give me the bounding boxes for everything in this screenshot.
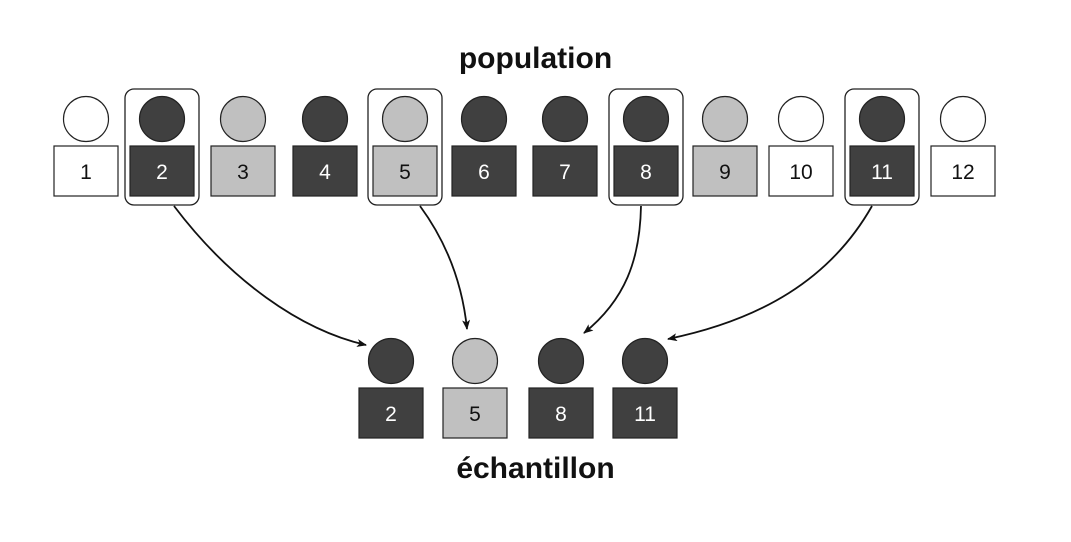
population-person-number: 1 [80, 161, 92, 184]
selection-boxes [124, 88, 920, 206]
sample-person-number: 11 [634, 403, 656, 426]
population-person-2: 2 [129, 95, 195, 197]
population-person-number: 12 [951, 161, 974, 184]
population-person-body-1 [53, 145, 119, 197]
population-person-body-6 [451, 145, 517, 197]
population-person-head-1 [62, 95, 110, 143]
population-person-number: 10 [789, 161, 812, 184]
sample-person-11: 11 [612, 337, 678, 439]
sample-person-head-8 [537, 337, 585, 385]
sample-person-head-2 [367, 337, 415, 385]
population-person-head-11 [858, 95, 906, 143]
population-person-6: 6 [451, 95, 517, 197]
population-person-body-2 [129, 145, 195, 197]
population-person-head-5 [381, 95, 429, 143]
population-person-number: 5 [399, 161, 411, 184]
population-person-body-5 [372, 145, 438, 197]
population-person-body-11 [849, 145, 915, 197]
population-person-body-9 [692, 145, 758, 197]
population-person-body-10 [768, 145, 834, 197]
selection-arrow-5 [419, 205, 471, 330]
sample-person-head-5 [451, 337, 499, 385]
sample-person-head-11 [621, 337, 669, 385]
selection-arrow-11 [667, 205, 873, 342]
population-person-1: 1 [53, 95, 119, 197]
selection-frame-5 [367, 88, 443, 206]
population-person-body-4 [292, 145, 358, 197]
sample-row: 2 5 8 11 [358, 337, 678, 439]
selection-arrow-8 [583, 205, 642, 334]
sample-person-body-11 [612, 387, 678, 439]
sample-person-number: 2 [385, 403, 397, 426]
population-person-number: 4 [319, 161, 331, 184]
population-person-head-2 [138, 95, 186, 143]
sample-person-body-2 [358, 387, 424, 439]
population-person-number: 9 [719, 161, 731, 184]
selection-arrow-2 [173, 205, 367, 347]
population-person-number: 7 [559, 161, 571, 184]
population-person-4: 4 [292, 95, 358, 197]
population-person-head-7 [541, 95, 589, 143]
population-person-10: 10 [768, 95, 834, 197]
population-person-number: 6 [478, 161, 490, 184]
population-person-12: 12 [930, 95, 996, 197]
sample-person-body-5 [442, 387, 508, 439]
population-person-head-12 [939, 95, 987, 143]
sample-title: échantillon [456, 452, 615, 485]
population-person-body-12 [930, 145, 996, 197]
population-person-9: 9 [692, 95, 758, 197]
population-person-body-3 [210, 145, 276, 197]
population-person-number: 11 [871, 161, 893, 184]
population-person-number: 3 [237, 161, 249, 184]
sample-person-2: 2 [358, 337, 424, 439]
selection-frame-11 [844, 88, 920, 206]
population-person-11: 11 [849, 95, 915, 197]
population-person-head-4 [301, 95, 349, 143]
selection-frame-2 [124, 88, 200, 206]
selection-arrows [173, 205, 873, 347]
population-person-head-10 [777, 95, 825, 143]
population-person-5: 5 [372, 95, 438, 197]
sample-person-8: 8 [528, 337, 594, 439]
population-person-3: 3 [210, 95, 276, 197]
population-person-body-7 [532, 145, 598, 197]
population-person-head-9 [701, 95, 749, 143]
population-person-body-8 [613, 145, 679, 197]
population-person-7: 7 [532, 95, 598, 197]
population-person-8: 8 [613, 95, 679, 197]
sample-person-body-8 [528, 387, 594, 439]
population-person-number: 8 [640, 161, 652, 184]
population-person-number: 2 [156, 161, 168, 184]
selection-frame-8 [608, 88, 684, 206]
sample-person-5: 5 [442, 337, 508, 439]
population-person-head-3 [219, 95, 267, 143]
sample-person-number: 8 [555, 403, 567, 426]
population-person-head-8 [622, 95, 670, 143]
population-person-head-6 [460, 95, 508, 143]
sample-person-number: 5 [469, 403, 481, 426]
population-title: population [458, 42, 613, 75]
